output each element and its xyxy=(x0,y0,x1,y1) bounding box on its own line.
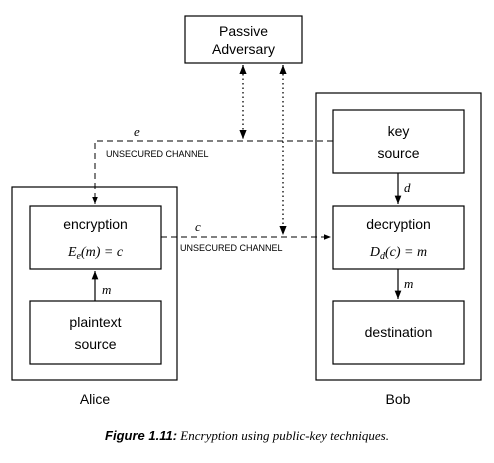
bob-label: Bob xyxy=(386,391,411,407)
destination-box: destination xyxy=(332,300,465,365)
plaintext-line1: plaintext xyxy=(69,314,121,330)
arrow-d-label: d xyxy=(404,180,411,195)
key-channel-symbol: e xyxy=(134,124,140,139)
caption-label: Figure 1.11: xyxy=(105,428,178,443)
key-channel-line xyxy=(92,140,333,204)
key-source-line2: source xyxy=(377,145,419,161)
encryption-title: encryption xyxy=(63,216,128,232)
plaintext-line2: source xyxy=(74,336,116,352)
encryption-box: encryption Ee(m) = c xyxy=(29,205,162,270)
encryption-formula: Ee(m) = c xyxy=(67,245,124,262)
caption-text: Encryption using public-key techniques. xyxy=(177,428,389,443)
cipher-channel-symbol: c xyxy=(195,219,201,234)
decryption-formula: Dd(c) = m xyxy=(369,245,427,262)
figure-caption: Figure 1.11: Encryption using public-key… xyxy=(0,428,494,444)
plaintext-source-box: plaintext source xyxy=(29,300,162,365)
key-source-line1: key xyxy=(388,123,410,139)
adversary-line2: Adversary xyxy=(212,41,275,57)
key-channel-label: UNSECURED CHANNEL xyxy=(106,149,209,159)
decryption-box: decryption Dd(c) = m xyxy=(332,205,465,270)
arrow-m-alice-label: m xyxy=(102,282,111,297)
passive-adversary-box: Passive Adversary xyxy=(184,15,303,64)
destination-title: destination xyxy=(365,324,433,340)
adversary-line1: Passive xyxy=(219,23,268,39)
key-source-box: key source xyxy=(332,109,465,174)
alice-label: Alice xyxy=(80,391,111,407)
decryption-title: decryption xyxy=(366,216,431,232)
cipher-channel-label: UNSECURED CHANNEL xyxy=(180,243,283,253)
arrow-m-bob-label: m xyxy=(404,276,413,291)
